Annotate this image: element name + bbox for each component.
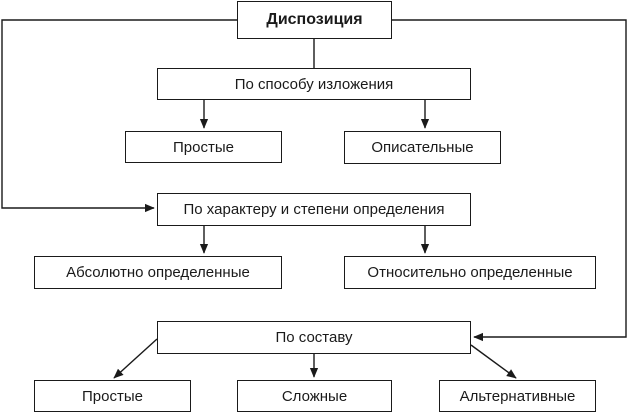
leaf-node-complex: Сложные [237,380,392,412]
leaf-label: Описательные [371,139,474,156]
category-label: По составу [275,329,353,346]
category-node-presentation-method: По способу изложения [157,68,471,100]
root-to-character-connector [1,19,237,213]
root-node: Диспозиция [237,1,392,39]
leaf-label: Относительно определенные [367,264,573,281]
leaf-label: Простые [173,138,234,156]
leaf-node-relatively-defined: Относительно определенные [344,256,596,289]
leaf-label: Альтернативные [459,387,576,405]
leaf-node-alternative: Альтернативные [439,380,596,412]
leaf-node-descriptive: Описательные [344,131,501,164]
leaf-label: Сложные [281,387,348,405]
leaf-label: Абсолютно определенные [66,264,250,281]
leaf-node-absolutely-defined: Абсолютно определенные [34,256,282,289]
category-label: По характеру и степени определения [183,201,445,218]
leaf-node-simple: Простые [34,380,191,412]
root-to-composition-connector [392,19,627,342]
leaf-node-simple: Простые [125,131,282,163]
composition-to-simple-arrow [113,338,158,379]
root-label: Диспозиция [266,11,363,28]
composition-to-alternative-arrow [470,344,517,379]
category-node-character-and-degree: По характеру и степени определения [157,193,471,226]
leaf-label: Простые [82,387,143,405]
category-node-composition: По составу [157,321,471,354]
category-label: По способу изложения [234,75,394,93]
